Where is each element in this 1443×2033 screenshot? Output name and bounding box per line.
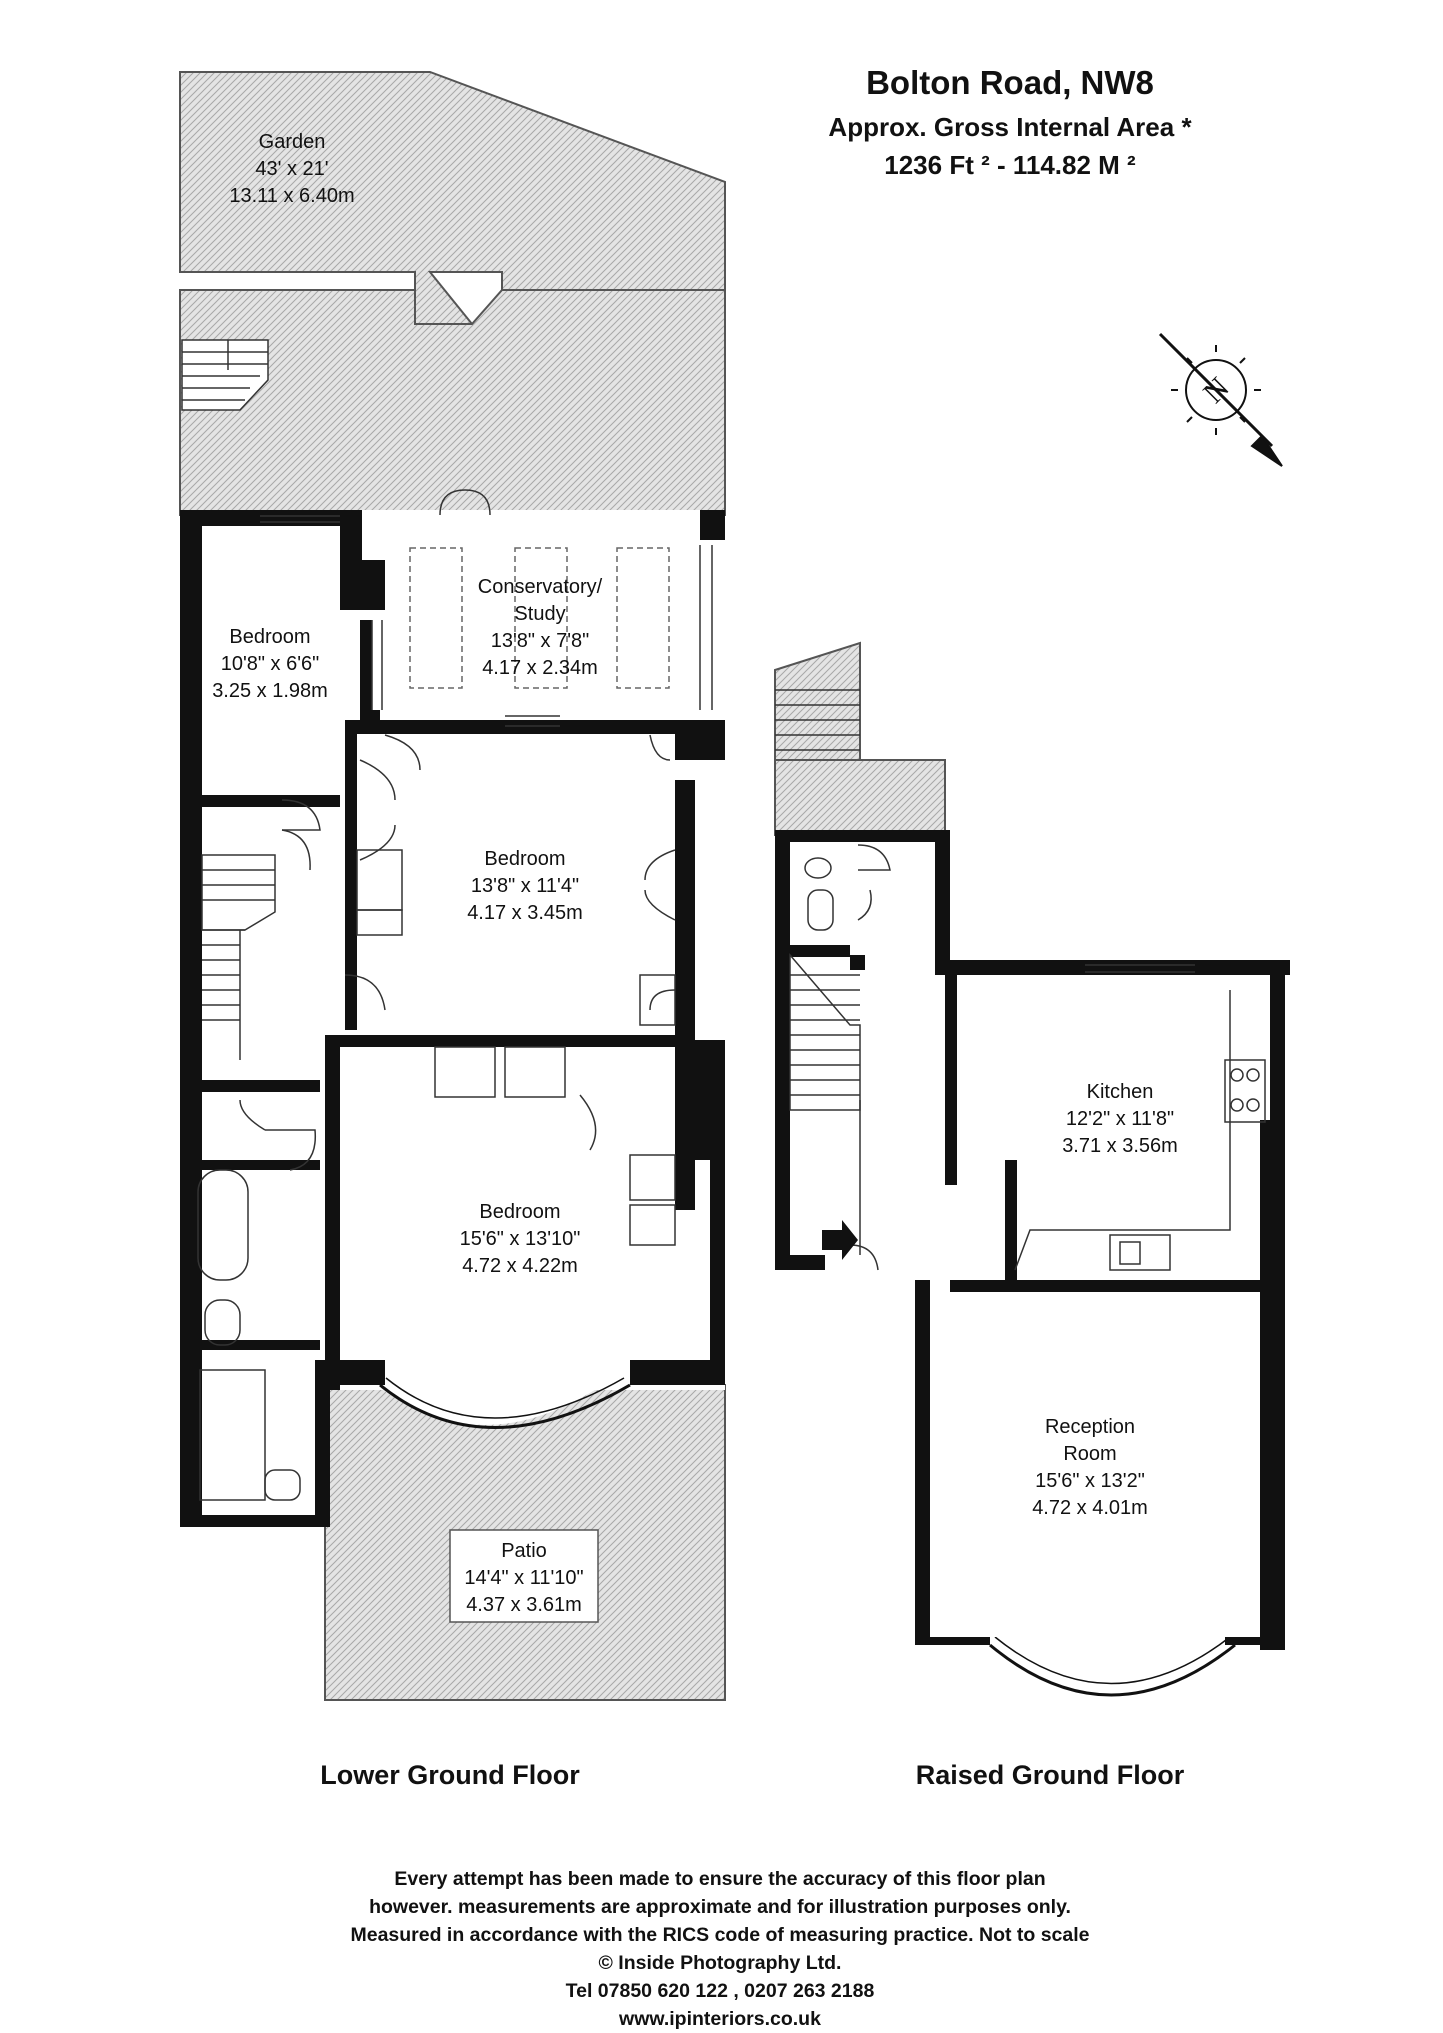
svg-text:43' x 21': 43' x 21' (255, 158, 328, 180)
garden-steps (181, 339, 269, 411)
svg-text:4.72 x 4.22m: 4.72 x 4.22m (462, 1255, 578, 1277)
room-label-bedroom-1: Bedroom 10'8" x 6'6" 3.25 x 1.98m (212, 626, 328, 702)
disclaimer-line: Measured in accordance with the RICS cod… (350, 1924, 1090, 1946)
svg-text:Study: Study (514, 603, 565, 625)
svg-text:Room: Room (1063, 1443, 1116, 1465)
room-label-bedroom-2: Bedroom 13'8" x 11'4" 4.17 x 3.45m (467, 848, 583, 924)
room-label-reception: Reception Room 15'6" x 13'2" 4.72 x 4.01… (1032, 1416, 1148, 1519)
svg-text:13.11 x 6.40m: 13.11 x 6.40m (229, 185, 354, 207)
disclaimer: Every attempt has been made to ensure th… (270, 1865, 1170, 2033)
room-label-conservatory: Conservatory/ Study 13'8" x 7'8" 4.17 x … (478, 576, 603, 679)
raised-floor-rooms (774, 641, 1290, 1697)
svg-text:10'8" x 6'6": 10'8" x 6'6" (221, 653, 320, 675)
svg-text:14'4" x 11'10": 14'4" x 11'10" (464, 1567, 583, 1589)
svg-text:15'6" x 13'10": 15'6" x 13'10" (460, 1228, 581, 1250)
disclaimer-line: Every attempt has been made to ensure th… (394, 1868, 1046, 1890)
website-link[interactable]: www.ipinteriors.co.uk (619, 2008, 821, 2030)
floor-label-raised: Raised Ground Floor (915, 1760, 1185, 1790)
svg-text:Kitchen: Kitchen (1087, 1081, 1154, 1103)
room-label-kitchen: Kitchen 12'2" x 11'8" 3.71 x 3.56m (1062, 1081, 1178, 1157)
svg-text:3.25 x 1.98m: 3.25 x 1.98m (212, 680, 328, 702)
svg-text:13'8" x 7'8": 13'8" x 7'8" (491, 630, 590, 652)
disclaimer-line: however. measurements are approximate an… (369, 1896, 1071, 1918)
area-label: Approx. Gross Internal Area * (828, 112, 1192, 142)
svg-text:Reception: Reception (1045, 1416, 1135, 1438)
svg-text:Bedroom: Bedroom (479, 1201, 560, 1223)
svg-text:15'6" x 13'2": 15'6" x 13'2" (1035, 1470, 1145, 1492)
lower-floor-rooms (180, 489, 725, 1527)
svg-text:Garden: Garden (259, 131, 326, 153)
svg-text:4.72 x 4.01m: 4.72 x 4.01m (1032, 1497, 1148, 1519)
room-label-garden: Garden 43' x 21' 13.11 x 6.40m (229, 131, 354, 207)
svg-text:12'2" x 11'8": 12'2" x 11'8" (1066, 1108, 1174, 1130)
svg-text:Patio: Patio (501, 1540, 547, 1562)
svg-text:3.71 x 3.56m: 3.71 x 3.56m (1062, 1135, 1178, 1157)
room-label-bedroom-3: Bedroom 15'6" x 13'10" 4.72 x 4.22m (460, 1201, 581, 1277)
svg-text:Bedroom: Bedroom (484, 848, 565, 870)
svg-text:4.17 x 2.34m: 4.17 x 2.34m (482, 657, 598, 679)
svg-text:13'8" x 11'4": 13'8" x 11'4" (471, 875, 579, 897)
compass (1158, 332, 1283, 467)
phone-line: Tel 07850 620 122 , 0207 263 2188 (565, 1980, 875, 2002)
property-title: Bolton Road, NW8 (866, 64, 1154, 101)
svg-text:Bedroom: Bedroom (229, 626, 310, 648)
floor-label-lower: Lower Ground Floor (320, 1760, 580, 1790)
room-label-patio: Patio 14'4" x 11'10" 4.37 x 3.61m (449, 1529, 599, 1623)
svg-text:Conservatory/: Conservatory/ (478, 576, 603, 598)
svg-text:4.17 x 3.45m: 4.17 x 3.45m (467, 902, 583, 924)
area-value: 1236 Ft ² - 114.82 M ² (884, 150, 1136, 180)
copyright-line: © Inside Photography Ltd. (598, 1952, 842, 1974)
svg-text:4.37 x 3.61m: 4.37 x 3.61m (466, 1594, 582, 1616)
